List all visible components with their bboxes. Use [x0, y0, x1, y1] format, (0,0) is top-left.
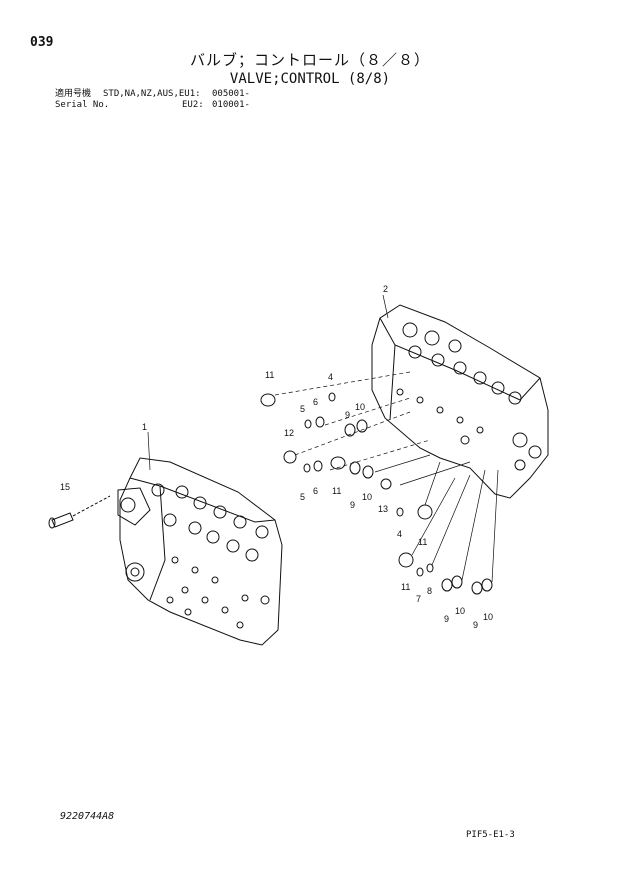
callout-4a: 4 — [328, 372, 333, 382]
title-japanese: バルブ；コントロール（８／８） — [189, 51, 430, 69]
figure-code: PIF5-E1-3 — [466, 830, 515, 840]
callout-5b: 5 — [300, 492, 305, 502]
valve-block-2 — [371, 304, 549, 499]
callout-1: 1 — [142, 422, 147, 432]
callout-8: 8 — [427, 586, 432, 596]
callout-10c: 10 — [455, 606, 465, 616]
part-code: 9220744A8 — [60, 811, 115, 822]
callout-5a: 5 — [300, 404, 305, 414]
callout-9c: 9 — [444, 614, 449, 624]
applicable-label: 適用号機 — [55, 89, 92, 99]
callout-13: 13 — [378, 504, 388, 514]
page-number: 039 — [30, 35, 54, 50]
callout-11c: 11 — [418, 537, 427, 547]
callout-9b: 9 — [350, 500, 355, 510]
callout-10a: 10 — [355, 402, 365, 412]
callout-7: 7 — [416, 594, 421, 604]
callout-10d: 10 — [483, 612, 493, 622]
serial-range-1: 005001- — [212, 89, 250, 99]
callout-6b: 6 — [313, 486, 318, 496]
callout-9d: 9 — [473, 620, 478, 630]
serial-model-2: EU2: — [182, 100, 204, 110]
callout-2: 2 — [383, 284, 388, 294]
callout-15: 15 — [60, 482, 70, 492]
leader-lines — [147, 294, 499, 583]
callout-6a: 6 — [313, 397, 318, 407]
callout-12: 12 — [284, 428, 294, 438]
callout-11b: 11 — [332, 486, 341, 496]
callout-10b: 10 — [362, 492, 372, 502]
o-rings — [260, 392, 493, 595]
bolt-15 — [48, 495, 111, 529]
callout-9a: 9 — [345, 410, 350, 420]
serial-range-2: 010001- — [212, 100, 250, 110]
callout-11d: 11 — [401, 582, 410, 592]
applicable-models: STD,NA,NZ,AUS,EU1: — [103, 89, 201, 99]
serial-label: Serial No. — [55, 100, 110, 110]
valve-block-1 — [117, 457, 283, 646]
part-callouts: 1 2 15 11 4 5 6 9 10 12 5 6 11 9 10 13 4… — [60, 284, 493, 630]
title-english: VALVE;CONTROL (8/8) — [229, 71, 391, 87]
callout-4b: 4 — [397, 529, 402, 539]
callout-11a: 11 — [265, 370, 274, 380]
